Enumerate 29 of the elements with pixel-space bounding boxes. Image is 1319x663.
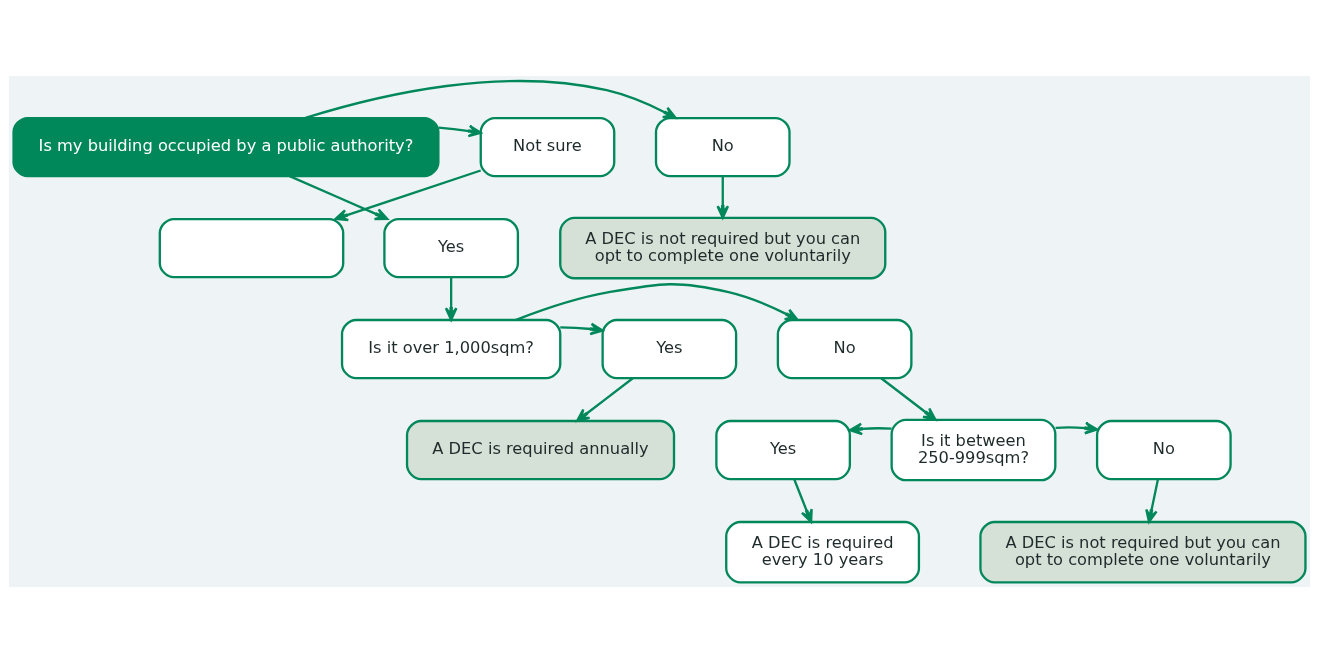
node-box: No — [776, 318, 913, 380]
arrow — [793, 479, 813, 524]
node-box: Yes — [715, 419, 851, 481]
node-box: No — [654, 116, 791, 178]
arrow — [1145, 479, 1160, 524]
node-box: A DEC is required every 10 years — [725, 520, 921, 584]
arrow — [560, 322, 604, 336]
node-box: Is my building occupied by a public authority? — [12, 116, 440, 178]
node-box: No — [1095, 419, 1232, 481]
arrow — [576, 377, 634, 422]
arrow — [444, 277, 458, 321]
arrow — [515, 283, 799, 321]
arrow — [438, 124, 482, 138]
node-box: A DEC is required annually — [405, 419, 676, 481]
node-box — [158, 217, 345, 279]
arrow — [334, 169, 482, 222]
node-box: Is it between 250-999sqm? — [890, 418, 1057, 482]
arrow — [305, 79, 677, 120]
arrow — [716, 176, 730, 219]
arrow — [848, 422, 892, 436]
node-box: Is it over 1,000sqm? — [340, 318, 562, 380]
node-box: Not sure — [479, 116, 616, 178]
node-box: A DEC is not required but you can opt to complete one voluntarily — [979, 520, 1307, 584]
node-box: Yes — [383, 217, 520, 279]
arrow — [289, 175, 389, 221]
arrow — [880, 377, 937, 421]
arrow — [1055, 421, 1099, 435]
node-box: Yes — [601, 318, 738, 380]
node-box: A DEC is not required but you can opt to complete one voluntarily — [559, 216, 887, 280]
